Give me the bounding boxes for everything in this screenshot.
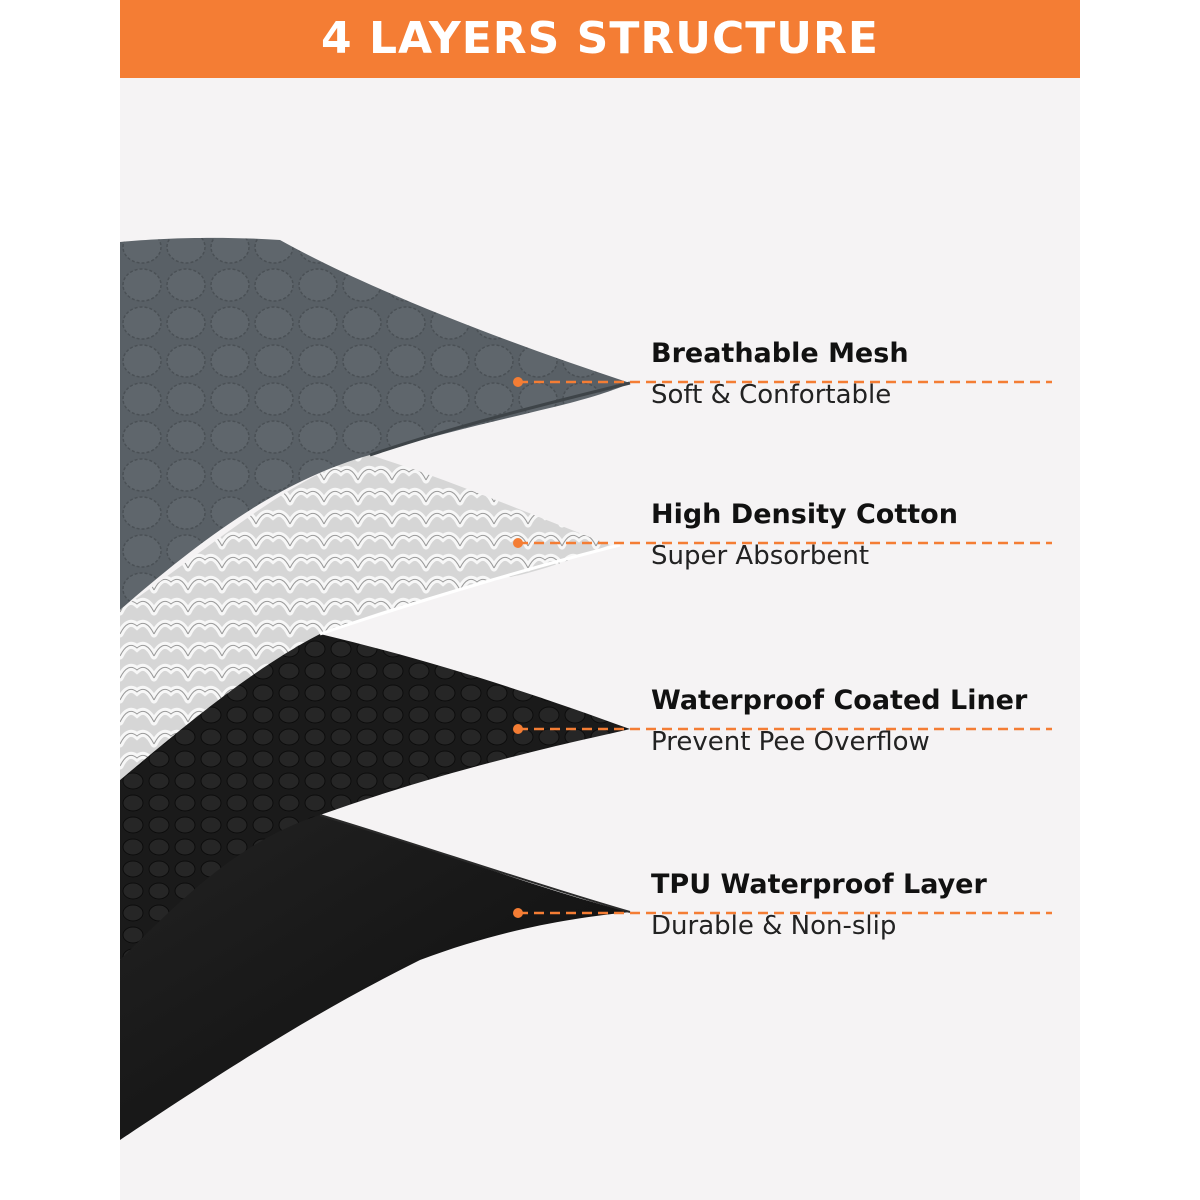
layer-title: High Density Cotton bbox=[651, 499, 958, 530]
cotton-layer bbox=[120, 455, 621, 780]
layer-subtitle: Super Absorbent bbox=[651, 541, 870, 572]
layer-label-tpu-waterproof-layer: TPU Waterproof Layer Durable & Non-slip bbox=[651, 869, 987, 943]
layer-title: TPU Waterproof Layer bbox=[651, 869, 987, 900]
banner-title: 4 LAYERS STRUCTURE bbox=[321, 13, 879, 64]
callout-breathable-mesh bbox=[513, 377, 1052, 387]
layer-title: Breathable Mesh bbox=[651, 338, 909, 369]
callout-tpu-waterproof-layer bbox=[513, 908, 1052, 918]
callout-high-density-cotton bbox=[513, 538, 1052, 548]
layer-subtitle: Soft & Confortable bbox=[651, 380, 892, 411]
mesh-layer bbox=[120, 237, 631, 611]
layer-label-high-density-cotton: High Density Cotton Super Absorbent bbox=[651, 499, 958, 573]
callout-lines bbox=[513, 377, 1052, 918]
liner-layer bbox=[120, 634, 631, 960]
title-banner: 4 LAYERS STRUCTURE bbox=[120, 0, 1080, 78]
layer-label-breathable-mesh: Breathable Mesh Soft & Confortable bbox=[651, 338, 909, 412]
layer-title: Waterproof Coated Liner bbox=[651, 685, 1028, 716]
layer-subtitle: Prevent Pee Overflow bbox=[651, 727, 930, 758]
tpu-layer bbox=[120, 812, 630, 1140]
callout-waterproof-coated-liner bbox=[513, 724, 1052, 734]
product-panel: 4 LAYERS STRUCTURE bbox=[120, 0, 1080, 1200]
layer-subtitle: Durable & Non-slip bbox=[651, 911, 897, 942]
layer-label-waterproof-coated-liner: Waterproof Coated Liner Prevent Pee Over… bbox=[651, 685, 1027, 759]
layers-illustration bbox=[120, 237, 1052, 1140]
